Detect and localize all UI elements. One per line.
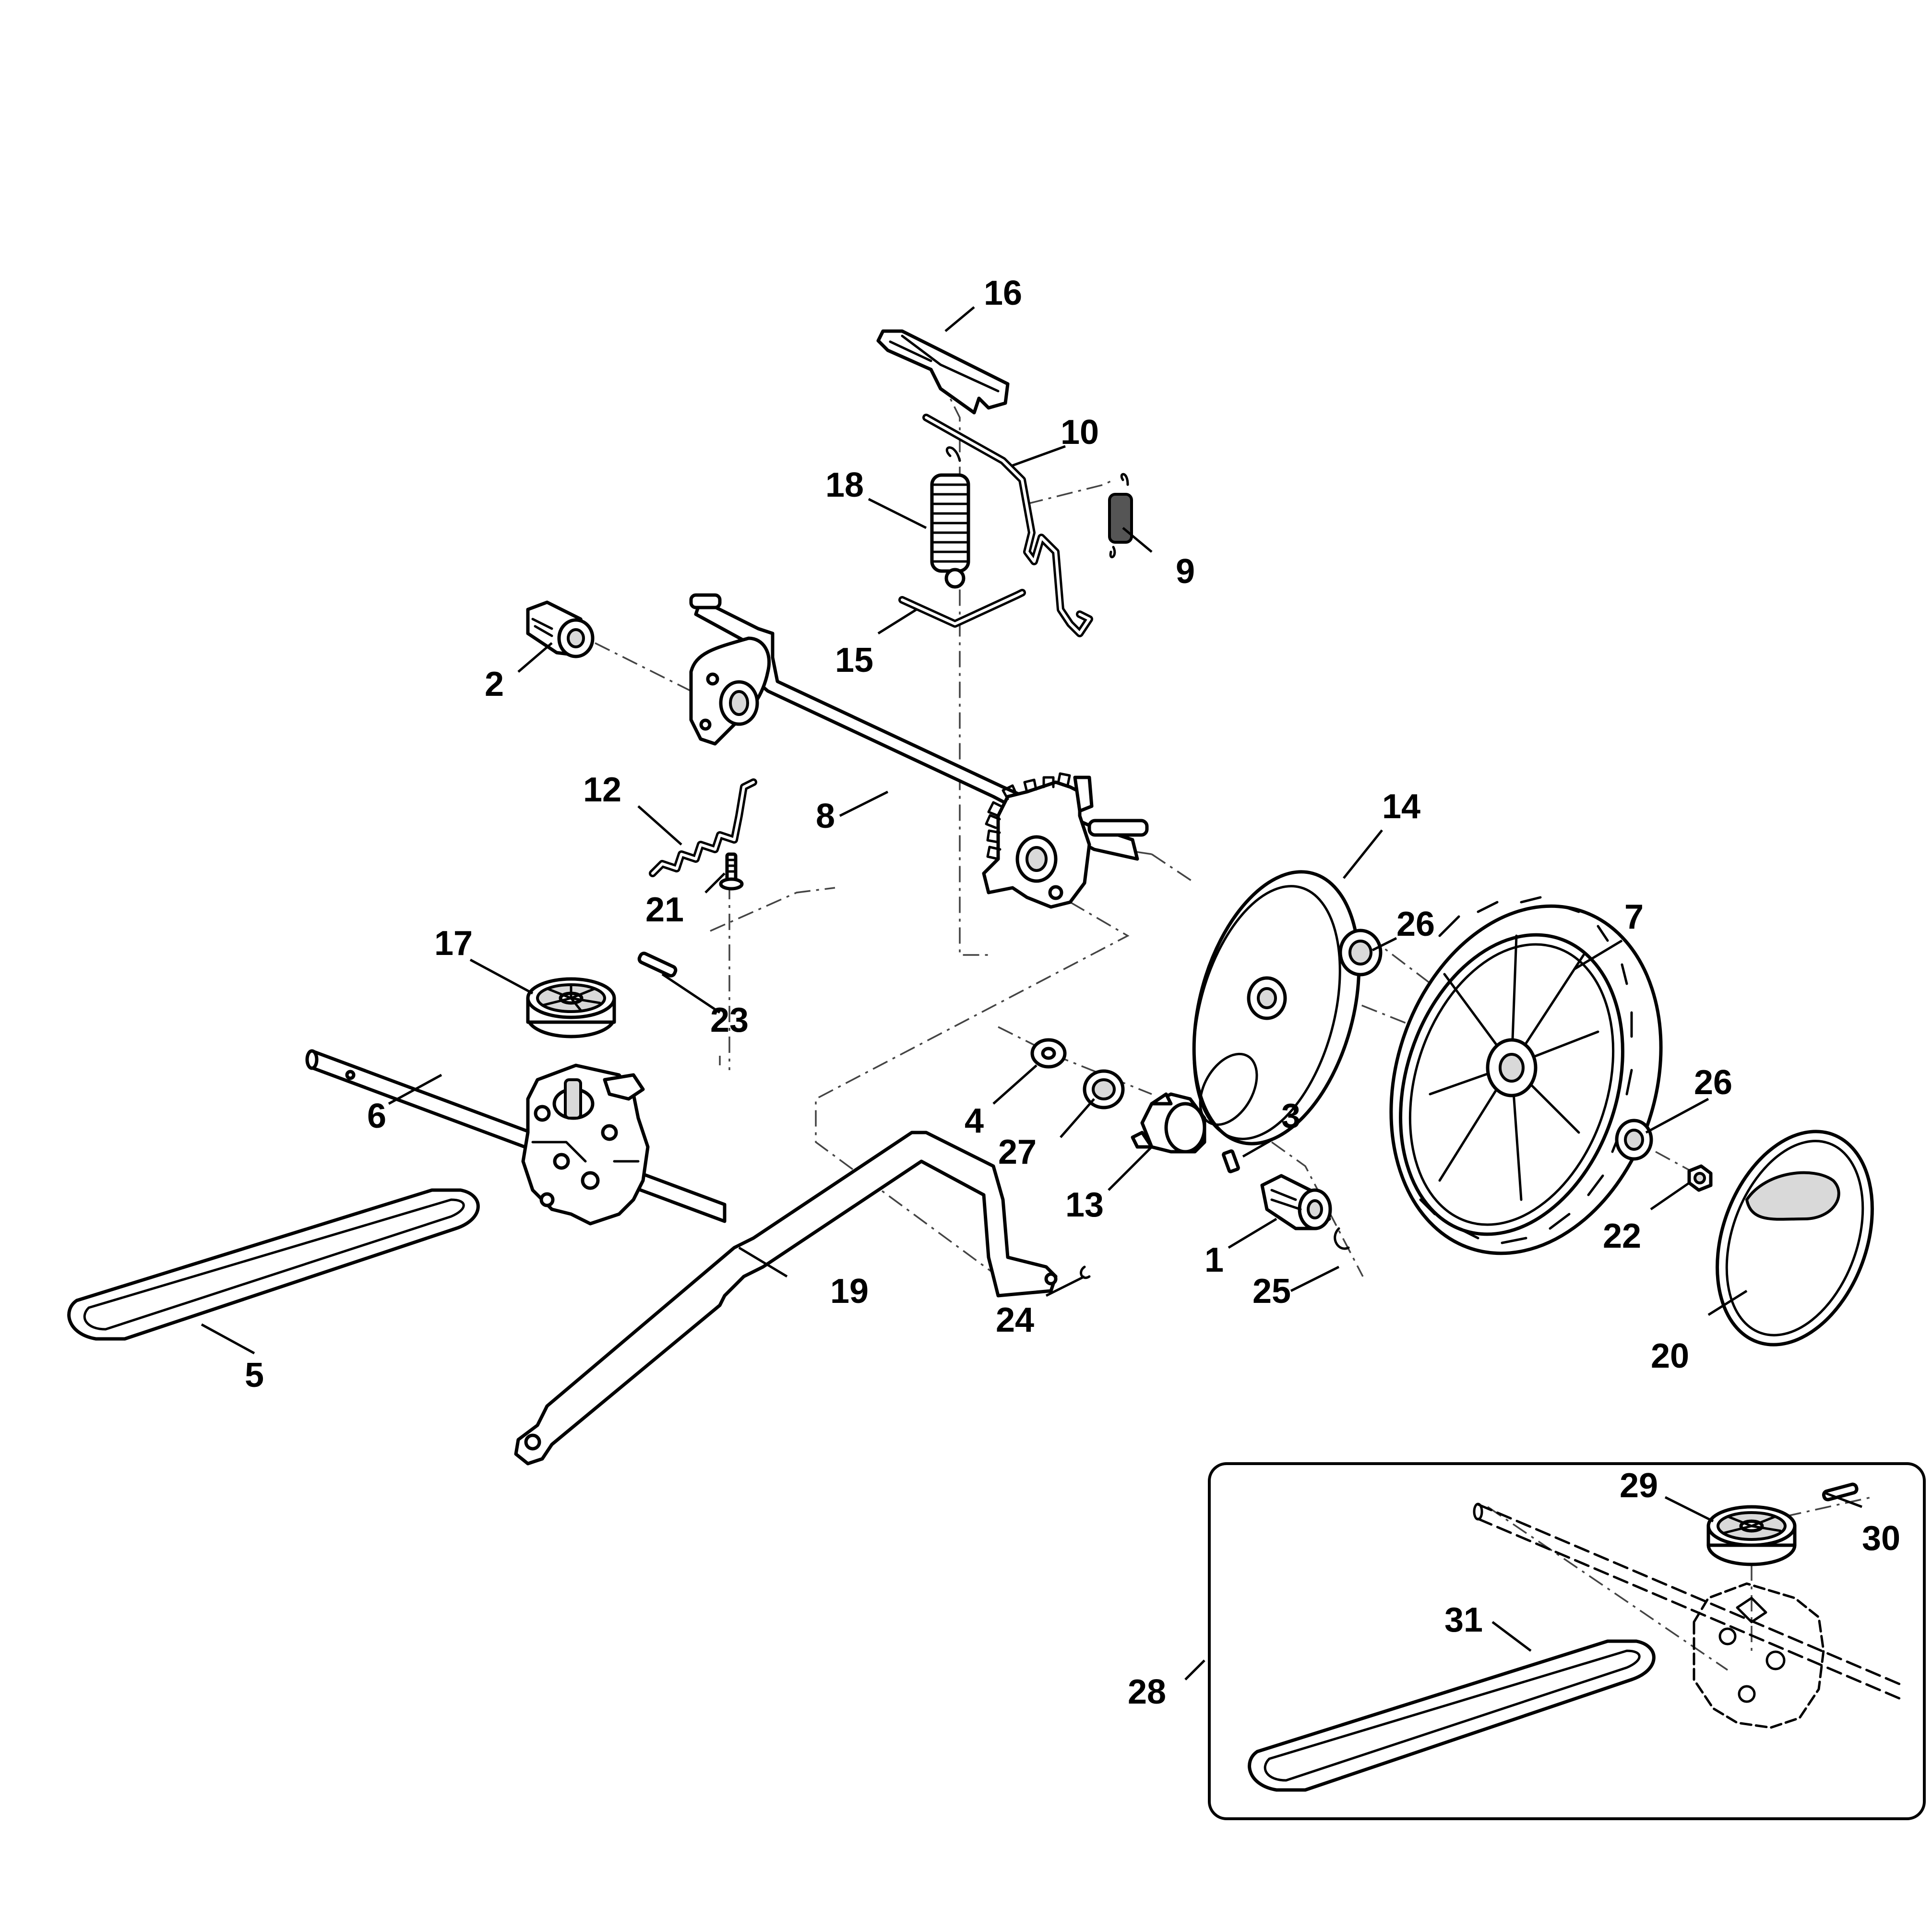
leader-lines bbox=[201, 306, 1862, 1681]
label-26b: 26 bbox=[1694, 1063, 1732, 1102]
part-labels: 16 10 18 9 15 2 12 8 14 21 7 26 26 17 23… bbox=[245, 274, 1900, 1711]
part-4-washer bbox=[1030, 1038, 1067, 1069]
part-29-pulley bbox=[1706, 1505, 1797, 1566]
part-16-lever bbox=[876, 329, 1010, 415]
part-20-hub-cap bbox=[1716, 1130, 1874, 1347]
label-28: 28 bbox=[1128, 1673, 1166, 1711]
inset-box-28 bbox=[1208, 1462, 1926, 1820]
label-6: 6 bbox=[367, 1097, 386, 1135]
label-18: 18 bbox=[825, 466, 864, 504]
part-26-bearing-upper bbox=[1338, 929, 1383, 977]
part-14-disc bbox=[1192, 870, 1361, 1145]
label-23: 23 bbox=[710, 1001, 749, 1039]
label-8: 8 bbox=[816, 797, 835, 835]
label-31: 31 bbox=[1444, 1601, 1483, 1639]
label-9: 9 bbox=[1176, 552, 1195, 591]
part-25-clip bbox=[1334, 1227, 1350, 1250]
label-16: 16 bbox=[984, 274, 1022, 312]
part-gearbox bbox=[521, 1063, 650, 1226]
part-6-shaft bbox=[305, 1049, 727, 1223]
label-20: 20 bbox=[1651, 1337, 1689, 1375]
part-8-axle bbox=[689, 593, 1149, 909]
part-2-bushing bbox=[526, 600, 595, 658]
part-27-bearing bbox=[1083, 1069, 1125, 1109]
label-1: 1 bbox=[1205, 1241, 1224, 1279]
part-5-belt bbox=[67, 1188, 480, 1341]
label-30: 30 bbox=[1862, 1519, 1900, 1558]
label-24: 24 bbox=[996, 1301, 1034, 1339]
label-22: 22 bbox=[1603, 1217, 1641, 1255]
label-17: 17 bbox=[434, 924, 473, 963]
part-22-nut bbox=[1687, 1164, 1713, 1192]
label-4: 4 bbox=[965, 1102, 984, 1140]
part-23-pin bbox=[637, 952, 678, 978]
inset-gearbox bbox=[1693, 1582, 1825, 1729]
label-29: 29 bbox=[1620, 1467, 1658, 1505]
part-26-bearing-lower bbox=[1615, 1119, 1653, 1161]
part-15-wire-link bbox=[898, 589, 1026, 628]
label-10: 10 bbox=[1061, 413, 1099, 452]
part-13-clutch bbox=[1131, 1092, 1206, 1154]
part-3-key bbox=[1222, 1149, 1240, 1173]
label-12: 12 bbox=[583, 771, 621, 809]
part-7-wheel bbox=[1389, 896, 1663, 1255]
part-19-control-bar bbox=[514, 1131, 1058, 1466]
label-14: 14 bbox=[1382, 787, 1420, 826]
label-26a: 26 bbox=[1396, 905, 1435, 943]
part-24-clip bbox=[1080, 1265, 1091, 1279]
part-10-wire-rod bbox=[922, 414, 1093, 637]
label-15: 15 bbox=[835, 641, 873, 680]
inset-shaft bbox=[1473, 1503, 1902, 1700]
part-17-pulley bbox=[526, 977, 616, 1038]
part-12-spring-wire bbox=[649, 778, 757, 877]
label-7: 7 bbox=[1624, 898, 1644, 936]
label-5: 5 bbox=[245, 1356, 264, 1395]
part-1-pinion bbox=[1260, 1174, 1332, 1230]
label-3: 3 bbox=[1281, 1097, 1300, 1135]
label-19: 19 bbox=[830, 1272, 869, 1311]
label-25: 25 bbox=[1252, 1272, 1291, 1311]
part-18-spring bbox=[930, 446, 970, 589]
label-27: 27 bbox=[998, 1133, 1037, 1171]
part-21-screw bbox=[719, 852, 744, 891]
label-21: 21 bbox=[645, 891, 684, 929]
label-2: 2 bbox=[485, 665, 504, 704]
label-13: 13 bbox=[1065, 1186, 1104, 1224]
part-31-belt bbox=[1248, 1639, 1656, 1792]
part-9-small-spring bbox=[1108, 473, 1133, 559]
